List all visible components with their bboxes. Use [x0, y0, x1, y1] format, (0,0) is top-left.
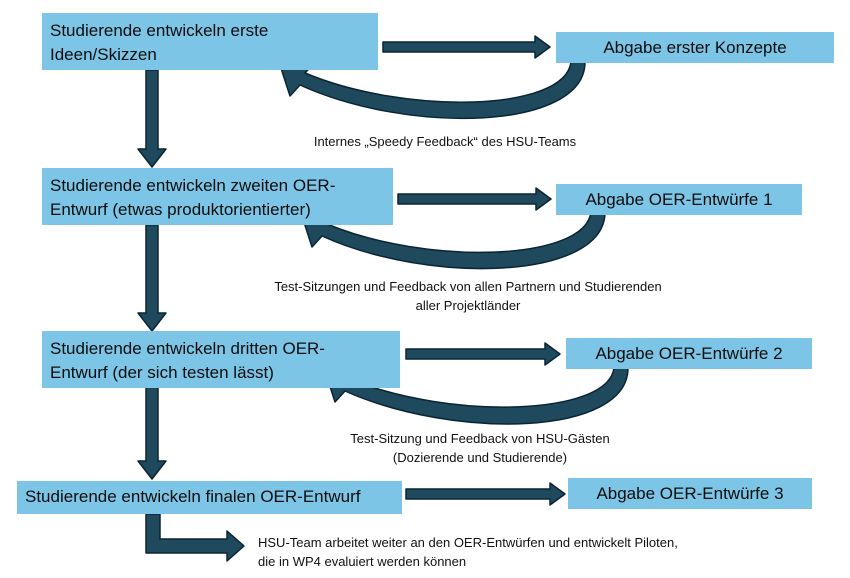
stage-2-task-box: Studierende entwickeln zweiten OER- Entw…: [42, 168, 393, 225]
down-arrow-3: [137, 385, 167, 480]
stage-3-feedback-line2: (Dozierende und Studierende): [392, 450, 568, 465]
stage-1-feedback-note: Internes „Speedy Feedback“ des HSU-Teams: [200, 132, 690, 151]
stage-2-task-line1: Studierende entwickeln zweiten OER-: [50, 176, 336, 195]
stage-2-task-line2: Entwurf (etwas produktorientierter): [50, 200, 311, 219]
stage-2-feedback-note: Test-Sitzungen und Feedback von allen Pa…: [218, 277, 718, 315]
right-arrow-1: [382, 35, 551, 59]
feedback-arrow-1: [278, 61, 586, 120]
stage-3-task-box: Studierende entwickeln dritten OER- Entw…: [42, 331, 400, 388]
feedback-arrow-2: [300, 211, 606, 270]
final-arrow: [145, 513, 245, 562]
final-note-line2: die in WP4 evaluiert werden können: [258, 554, 467, 569]
stage-4-submission-box: Abgabe OER-Entwürfe 3: [568, 478, 812, 509]
stage-2-submission-box: Abgabe OER-Entwürfe 1: [556, 184, 802, 215]
final-note-line1: HSU-Team arbeitet weiter an den OER-Entw…: [258, 535, 678, 550]
stage-3-task-line2: Entwurf (der sich testen lässt): [50, 363, 274, 382]
stage-2-submission-label: Abgabe OER-Entwürfe 1: [585, 189, 773, 209]
right-arrow-3: [405, 342, 561, 366]
stage-3-feedback-line1: Test-Sitzung und Feedback von HSU-Gästen: [350, 431, 610, 446]
stage-1-submission-box: Abgabe erster Konzepte: [556, 32, 834, 63]
stage-1-task-line2: Ideen/Skizzen: [50, 45, 157, 64]
down-arrow-2: [137, 224, 167, 332]
stage-2-feedback-line1: Test-Sitzungen und Feedback von allen Pa…: [274, 279, 662, 294]
right-arrow-2: [397, 187, 552, 211]
stage-4-task-line1: Studierende entwickeln finalen OER-Entwu…: [25, 487, 361, 506]
stage-2-feedback-line2: aller Projektländer: [415, 298, 521, 313]
down-arrow-1: [137, 69, 167, 168]
stage-3-submission-label: Abgabe OER-Entwürfe 2: [595, 343, 783, 363]
stage-3-submission-box: Abgabe OER-Entwürfe 2: [566, 338, 812, 369]
stage-1-task-box: Studierende entwickeln erste Ideen/Skizz…: [42, 13, 378, 70]
stage-4-task-box: Studierende entwickeln finalen OER-Entwu…: [17, 481, 402, 514]
right-arrow-4: [405, 482, 566, 506]
stage-1-submission-label: Abgabe erster Konzepte: [603, 37, 787, 57]
stage-4-submission-label: Abgabe OER-Entwürfe 3: [596, 483, 784, 503]
stage-3-task-line1: Studierende entwickeln dritten OER-: [50, 339, 325, 358]
stage-1-task-line1: Studierende entwickeln erste: [50, 21, 269, 40]
final-note: HSU-Team arbeitet weiter an den OER-Entw…: [258, 533, 778, 571]
stage-1-feedback-line1: Internes „Speedy Feedback“ des HSU-Teams: [313, 134, 577, 149]
stage-3-feedback-note: Test-Sitzung und Feedback von HSU-Gästen…: [300, 429, 660, 467]
